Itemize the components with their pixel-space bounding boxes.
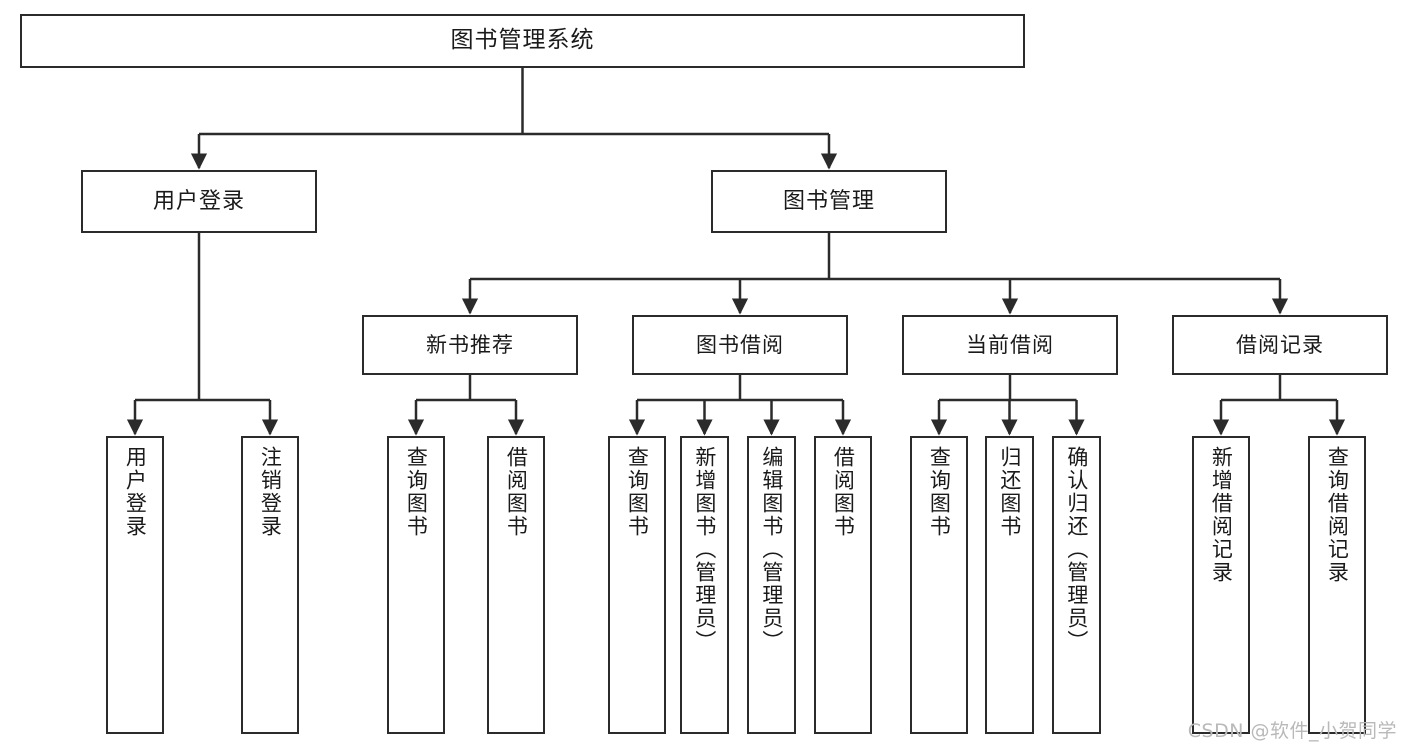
node-label: 用户登录: [123, 446, 148, 538]
node-leaf_br_add[interactable]: 新增借阅记录: [1192, 436, 1250, 734]
node-label: 注销登录: [258, 446, 283, 538]
node-label: 新增借阅记录: [1209, 446, 1234, 584]
node-leaf_user_login[interactable]: 用户登录: [106, 436, 164, 734]
node-leaf_nb_query[interactable]: 查询图书: [387, 436, 445, 734]
node-borrow_record[interactable]: 借阅记录: [1172, 315, 1388, 375]
node-label: 查询借阅记录: [1325, 446, 1350, 584]
node-label: 查询图书: [927, 446, 952, 538]
node-label: 图书管理: [782, 188, 875, 214]
node-leaf_br_query[interactable]: 查询借阅记录: [1308, 436, 1366, 734]
node-leaf_cb_return[interactable]: 归还图书: [985, 436, 1034, 734]
node-label: 图书管理系统: [450, 27, 595, 54]
node-label: 编辑图书（管理员）: [759, 446, 784, 653]
node-label: 当前借阅: [966, 332, 1054, 357]
node-user_login[interactable]: 用户登录: [81, 170, 317, 233]
node-book_manage[interactable]: 图书管理: [711, 170, 947, 233]
node-label: 借阅记录: [1236, 332, 1324, 357]
node-label: 确认归还（管理员）: [1064, 446, 1089, 653]
node-label: 新增图书（管理员）: [692, 446, 717, 653]
node-label: 借阅图书: [504, 446, 529, 538]
node-leaf_cb_query[interactable]: 查询图书: [910, 436, 968, 734]
node-label: 用户登录: [152, 188, 245, 214]
node-label: 新书推荐: [426, 332, 514, 357]
node-leaf_cb_confirm[interactable]: 确认归还（管理员）: [1052, 436, 1101, 734]
node-label: 借阅图书: [831, 446, 856, 538]
watermark-credit: CSDN @软件_小贺同学: [1187, 720, 1397, 742]
node-label: 查询图书: [404, 446, 429, 538]
node-leaf_nb_borrow[interactable]: 借阅图书: [487, 436, 545, 734]
node-new_book_rec[interactable]: 新书推荐: [362, 315, 578, 375]
node-leaf_bb_edit[interactable]: 编辑图书（管理员）: [747, 436, 796, 734]
node-leaf_bb_borrow[interactable]: 借阅图书: [814, 436, 872, 734]
node-current_borrow[interactable]: 当前借阅: [902, 315, 1118, 375]
node-root[interactable]: 图书管理系统: [20, 14, 1025, 68]
node-leaf_bb_query[interactable]: 查询图书: [608, 436, 666, 734]
node-label: 查询图书: [625, 446, 650, 538]
node-leaf_logout[interactable]: 注销登录: [241, 436, 299, 734]
node-leaf_bb_add[interactable]: 新增图书（管理员）: [680, 436, 729, 734]
node-book_borrow[interactable]: 图书借阅: [632, 315, 848, 375]
node-label: 图书借阅: [696, 332, 784, 357]
node-label: 归还图书: [997, 446, 1022, 538]
